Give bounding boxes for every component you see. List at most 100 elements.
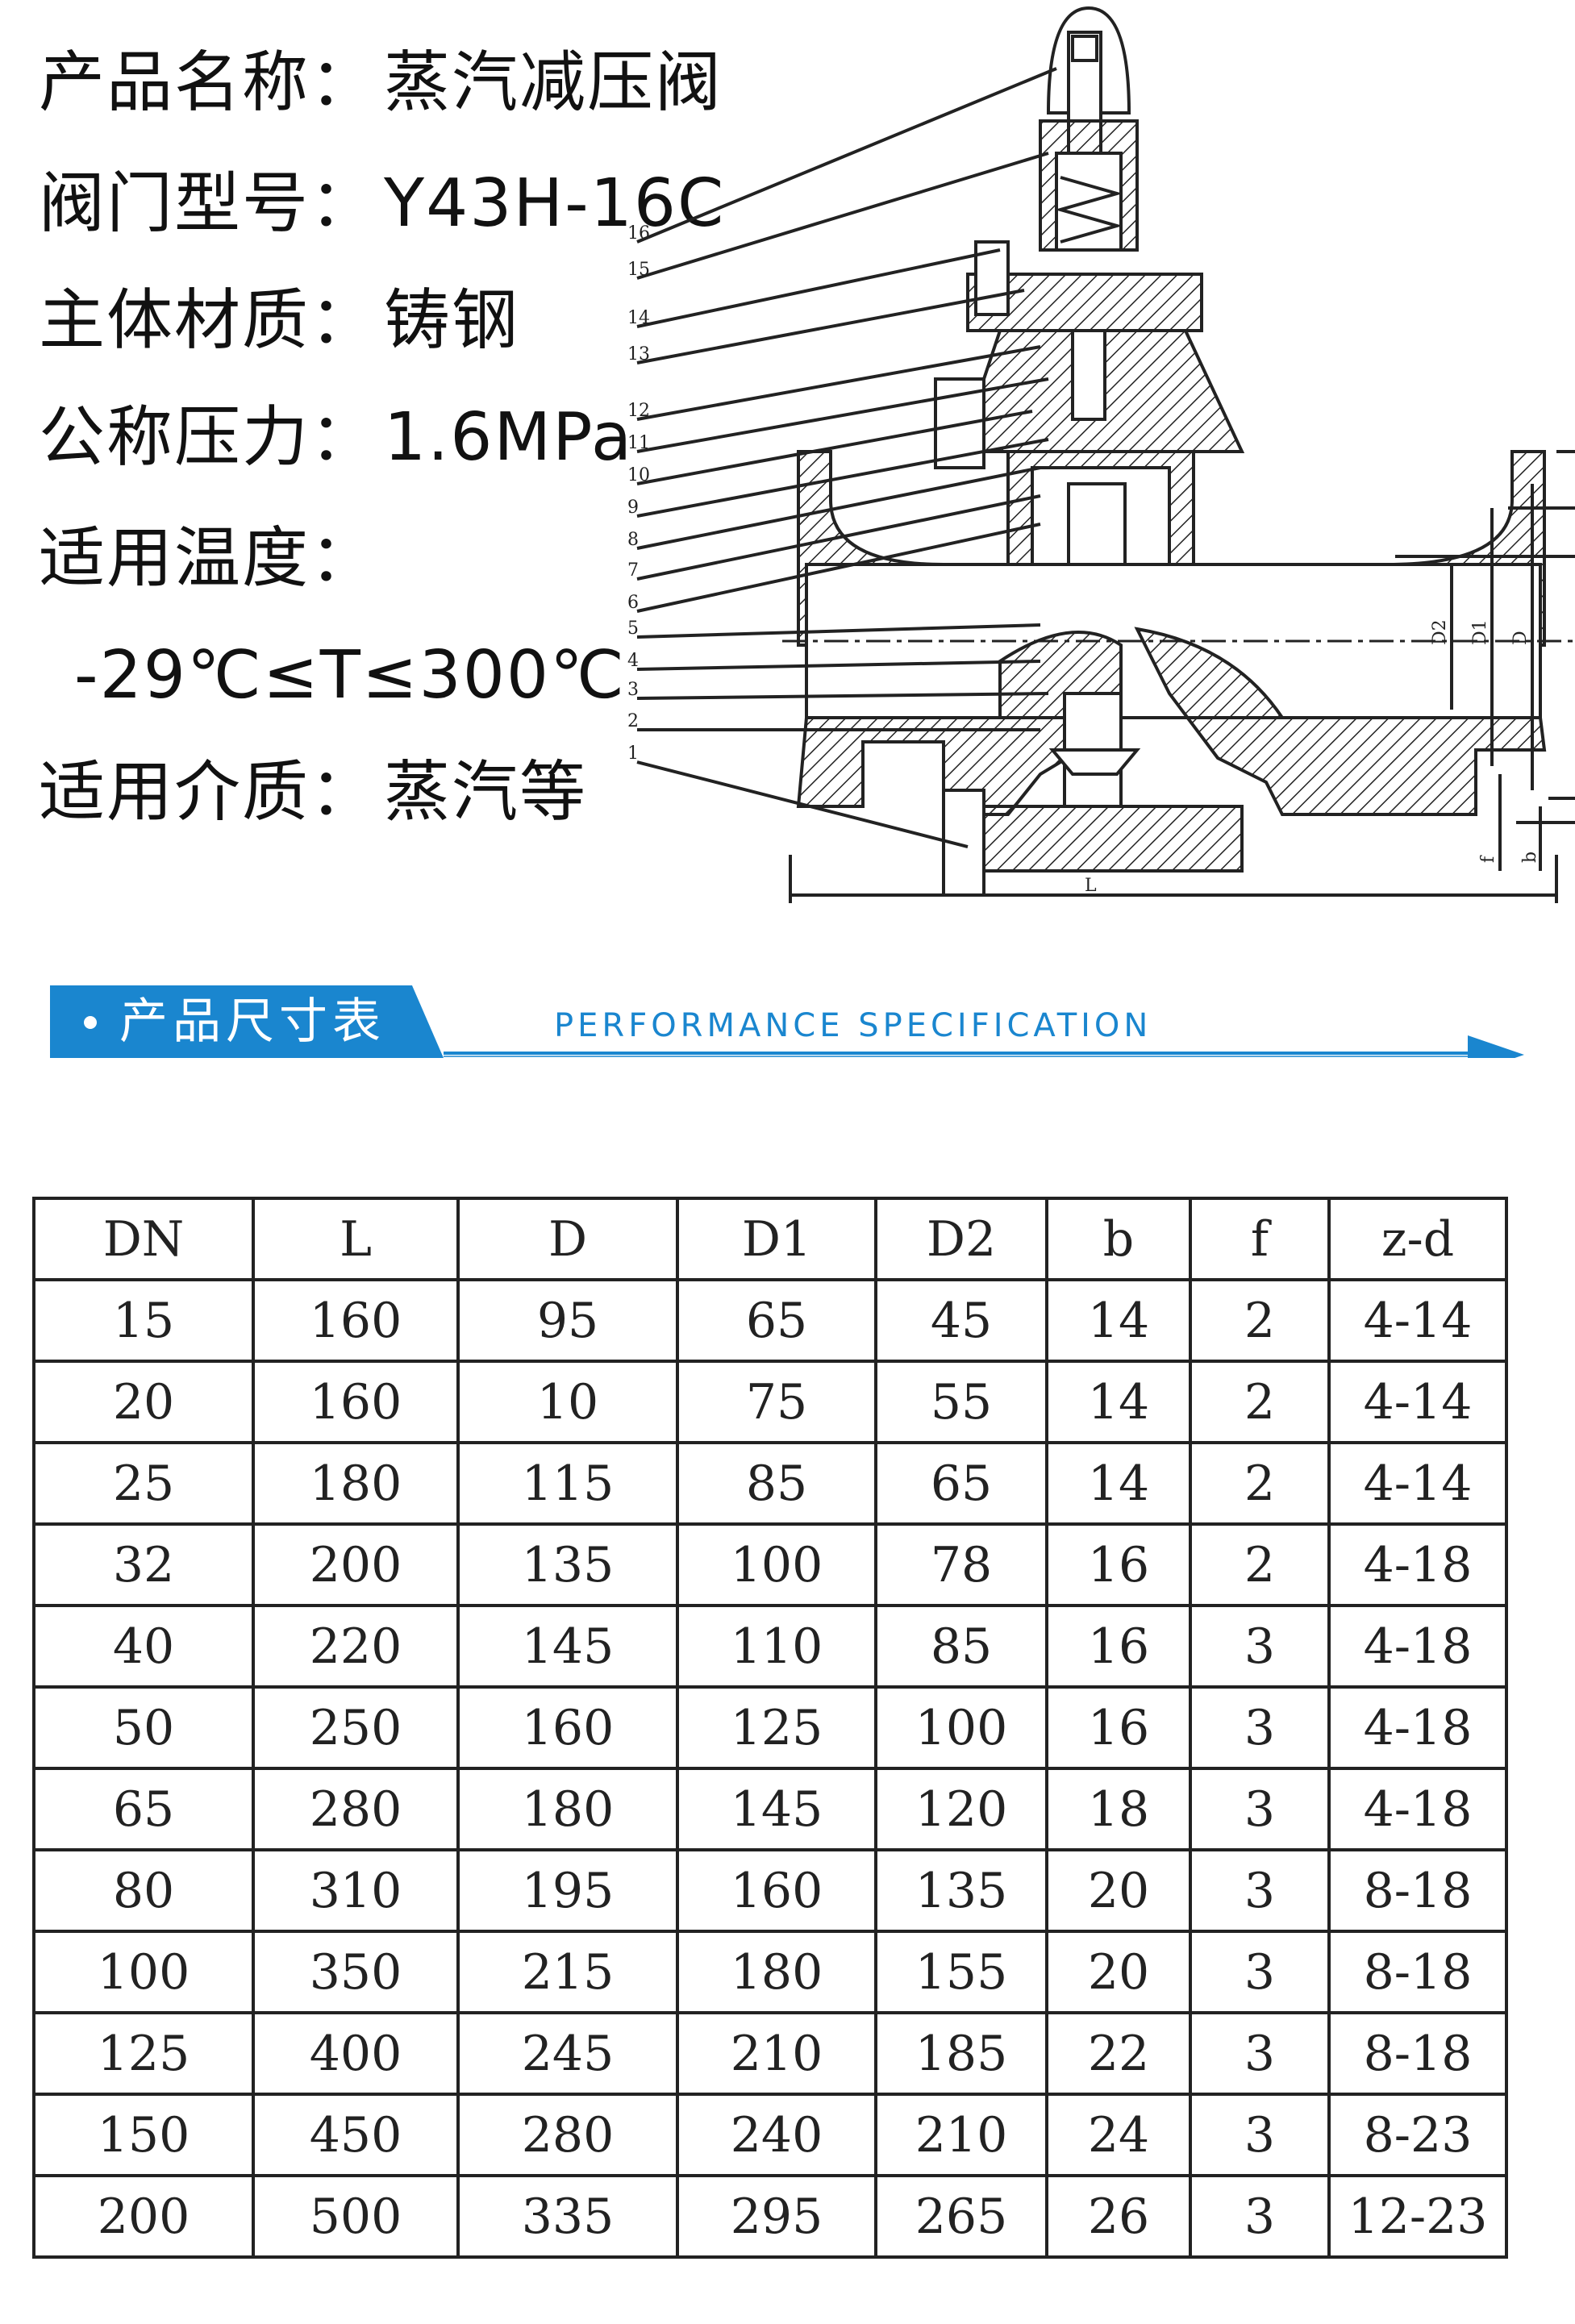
- table-cell: 3: [1189, 1930, 1331, 2014]
- part-number-label: 7: [627, 560, 639, 581]
- table-cell: 8-18: [1327, 2011, 1508, 2096]
- table-cell: 500: [252, 2174, 460, 2259]
- table-cell: 10: [456, 1360, 679, 1444]
- table-cell: 295: [676, 2174, 877, 2259]
- spec-label: 产品名称：: [39, 44, 378, 121]
- table-cell: 240: [676, 2093, 877, 2177]
- table-cell: 95: [456, 1278, 679, 1363]
- table-cell: 2: [1189, 1522, 1331, 1607]
- bullet-dot-icon: [84, 1016, 97, 1029]
- header-cell: DN: [32, 1197, 255, 1281]
- spec-label: 阀门型号：: [39, 165, 378, 242]
- spec-label: 适用介质：: [39, 754, 378, 831]
- table-cell: 265: [874, 2174, 1048, 2259]
- table-cell: 8-18: [1327, 1930, 1508, 2014]
- part-number-label: 16: [627, 223, 650, 244]
- table-cell: 18: [1045, 1767, 1192, 1851]
- table-header-row: DN L D D1 D2 b f z-d: [32, 1197, 1508, 1281]
- table-cell: 4-18: [1327, 1767, 1508, 1851]
- table-cell: 280: [252, 1767, 460, 1851]
- table-cell: 280: [456, 2093, 679, 2177]
- table-cell: 12-23: [1327, 2174, 1508, 2259]
- table-cell: 100: [676, 1522, 877, 1607]
- dimension-label-d2: D2: [1430, 619, 1450, 645]
- spec-pressure: 公称压力：1.6MPa: [39, 405, 633, 471]
- part-number-label: 1: [627, 743, 639, 764]
- table-cell: 180: [456, 1767, 679, 1851]
- part-number-label: 8: [627, 530, 639, 550]
- table-cell: 245: [456, 2011, 679, 2096]
- table-cell: 20: [1045, 1930, 1192, 2014]
- table-cell: 210: [874, 2093, 1048, 2177]
- spec-material: 主体材质：铸钢: [39, 288, 519, 354]
- part-number-label: 2: [627, 711, 639, 731]
- banner-subtitle: PERFORMANCE SPECIFICATION: [554, 1007, 1152, 1044]
- table-cell: 160: [252, 1278, 460, 1363]
- table-cell: 40: [32, 1604, 255, 1689]
- banner-title: 产品尺寸表: [119, 993, 385, 1050]
- spec-value: 蒸汽等: [384, 754, 588, 831]
- table-cell: 145: [456, 1604, 679, 1689]
- table-cell: 24: [1045, 2093, 1192, 2177]
- spec-temperature: 适用温度：: [39, 526, 384, 592]
- table-cell: 85: [874, 1604, 1048, 1689]
- table-cell: 22: [1045, 2011, 1192, 2096]
- table-cell: 120: [874, 1767, 1048, 1851]
- table-cell: 65: [32, 1767, 255, 1851]
- table-cell: 55: [874, 1360, 1048, 1444]
- table-cell: 3: [1189, 1767, 1331, 1851]
- table-cell: 150: [32, 2093, 255, 2177]
- table-cell: 78: [874, 1522, 1048, 1607]
- table-cell: 160: [676, 1848, 877, 1933]
- header-cell: D: [456, 1197, 679, 1281]
- table-cell: 195: [456, 1848, 679, 1933]
- table-cell: 200: [252, 1522, 460, 1607]
- table-cell: 350: [252, 1930, 460, 2014]
- spec-label: 适用温度：: [39, 520, 378, 597]
- part-number-label: 4: [627, 651, 639, 671]
- dimension-label-b: b: [1520, 852, 1540, 863]
- header-cell: f: [1189, 1197, 1331, 1281]
- header-cell: D1: [676, 1197, 877, 1281]
- table-cell: 310: [252, 1848, 460, 1933]
- table-cell: 200: [32, 2174, 255, 2259]
- table-cell: 45: [874, 1278, 1048, 1363]
- table-cell: 75: [676, 1360, 877, 1444]
- table-cell: 160: [252, 1360, 460, 1444]
- table-cell: 16: [1045, 1604, 1192, 1689]
- dimension-label-length: L: [1085, 876, 1097, 896]
- table-cell: 16: [1045, 1522, 1192, 1607]
- part-number-label: 10: [627, 465, 650, 485]
- part-number-label: 13: [627, 344, 650, 364]
- spec-label: 公称压力：: [39, 399, 378, 476]
- table-cell: 180: [676, 1930, 877, 2014]
- table-cell: 32: [32, 1522, 255, 1607]
- table-cell: 400: [252, 2011, 460, 2096]
- table-cell: 3: [1189, 1604, 1331, 1689]
- part-number-label: 12: [627, 401, 650, 421]
- table-cell: 4-14: [1327, 1278, 1508, 1363]
- table-cell: 3: [1189, 2093, 1331, 2177]
- spec-product-name: 产品名称：蒸汽减压阀: [39, 50, 723, 116]
- part-number-label: 5: [627, 618, 639, 639]
- table-cell: 125: [32, 2011, 255, 2096]
- table-cell: 3: [1189, 1848, 1331, 1933]
- table-cell: 4-14: [1327, 1441, 1508, 1526]
- table-cell: 4-18: [1327, 1685, 1508, 1770]
- spec-model: 阀门型号：Y43H-16C: [39, 171, 725, 237]
- table-cell: 335: [456, 2174, 679, 2259]
- table-cell: 50: [32, 1685, 255, 1770]
- table-cell: 14: [1045, 1278, 1192, 1363]
- table-cell: 2: [1189, 1360, 1331, 1444]
- table-cell: 3: [1189, 1685, 1331, 1770]
- table-cell: 135: [456, 1522, 679, 1607]
- part-number-label: 14: [627, 308, 650, 328]
- table-cell: 65: [676, 1278, 877, 1363]
- table-cell: 100: [32, 1930, 255, 2014]
